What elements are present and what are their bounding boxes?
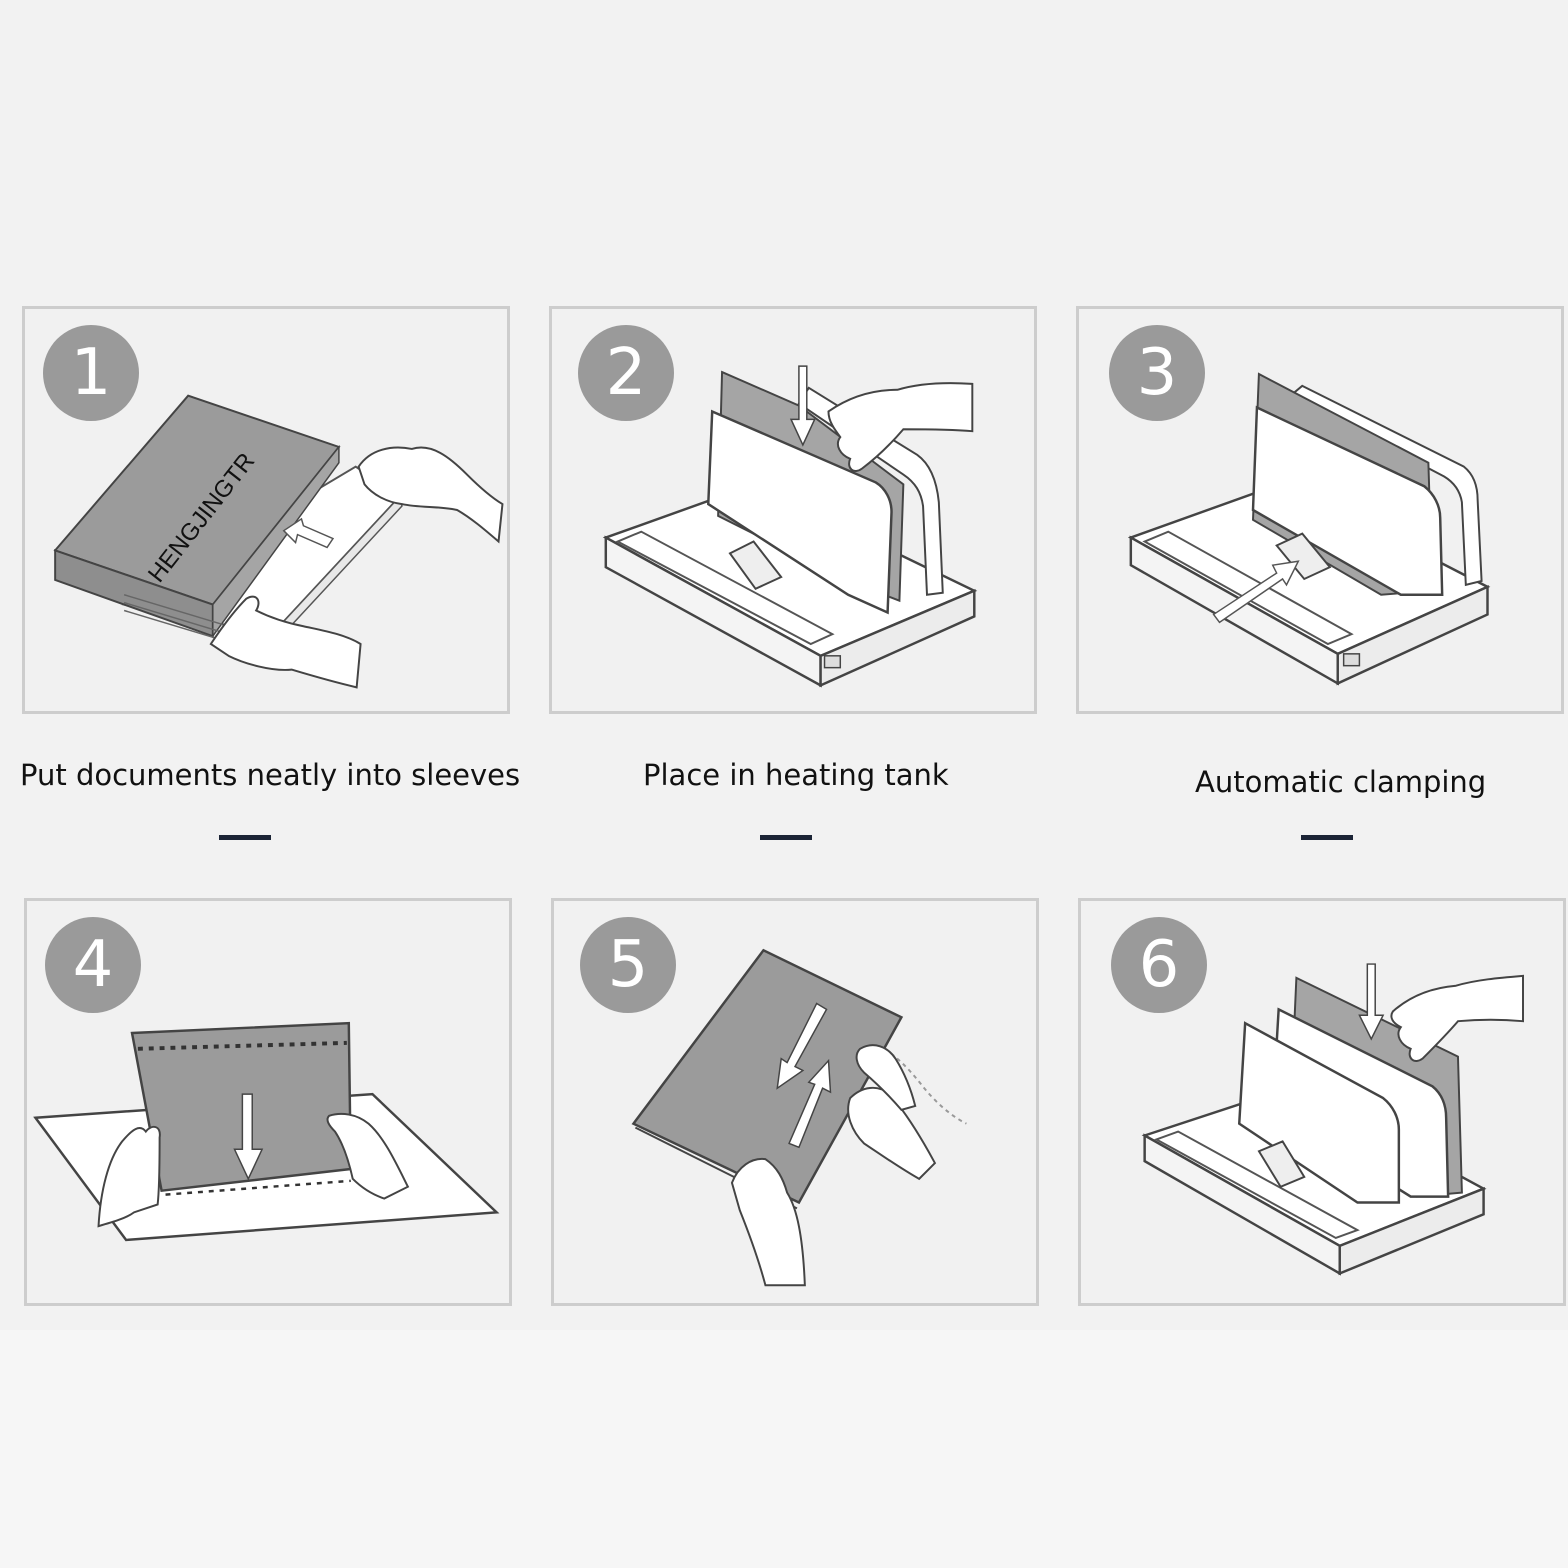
step-2-illustration (602, 365, 978, 688)
step-1-illustration (53, 394, 504, 689)
step-panel-4: 4 (24, 898, 512, 1306)
step-6-illustration (1141, 963, 1524, 1276)
step-panel-2: 2 (549, 306, 1037, 714)
step-number-badge: 1 (43, 325, 139, 421)
separator-dash-3 (1301, 835, 1353, 840)
separator-dash-2 (760, 835, 812, 840)
spiral-holes (137, 1040, 351, 1196)
bottom-strip (0, 1330, 1568, 1568)
step-panel-3: 3 (1076, 306, 1564, 714)
step-5-illustration (631, 948, 967, 1287)
step-2-caption: Place in heating tank (643, 758, 949, 792)
step-4-illustration (33, 1021, 500, 1242)
step-number-badge: 6 (1111, 917, 1207, 1013)
separator-dash-1 (219, 835, 271, 840)
step-3-illustration (1127, 372, 1491, 686)
step-number-badge: 2 (578, 325, 674, 421)
step-1-caption: Put documents neatly into sleeves (20, 758, 521, 792)
step-panel-5: 5 (551, 898, 1039, 1306)
step-number-badge: 4 (45, 917, 141, 1013)
step-panel-1: 1 HENGJINGTR (22, 306, 510, 714)
step-3-caption: Automatic clamping (1195, 765, 1487, 799)
step-number-badge: 3 (1109, 325, 1205, 421)
step-number-badge: 5 (580, 917, 676, 1013)
step-panel-6: 6 (1078, 898, 1566, 1306)
